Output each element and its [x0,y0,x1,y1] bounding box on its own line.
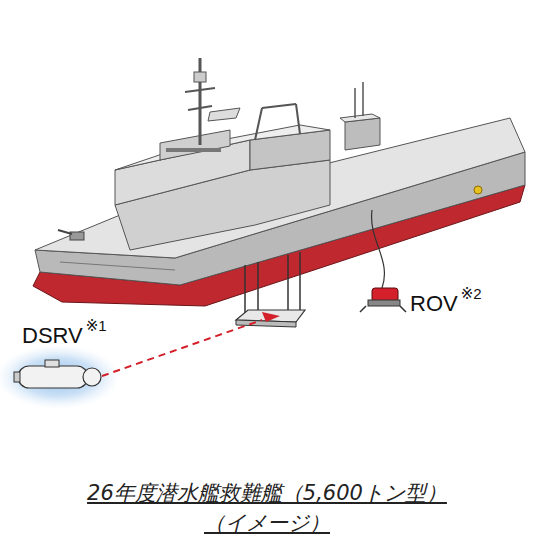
callout-number: ※1 [86,318,107,333]
part-name: DSRV [22,325,83,347]
part-name: ROV [410,293,458,315]
figure-caption: 26年度潜水艦救難艦（5,600トン型） （イメージ） [47,478,487,539]
callout-number: ※2 [461,286,482,301]
